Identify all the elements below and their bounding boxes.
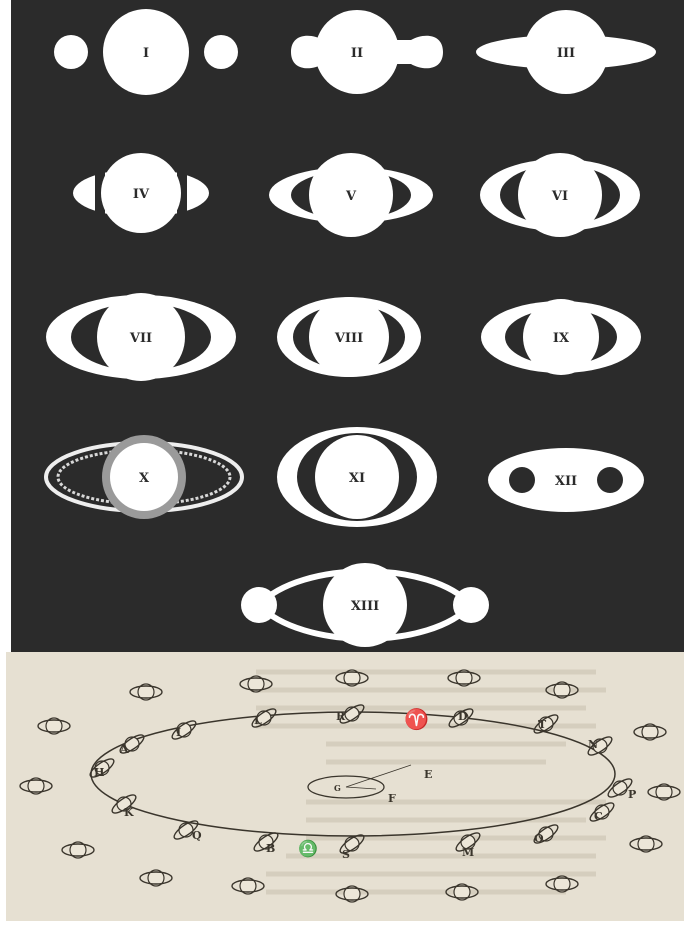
letter-d: D: [458, 710, 468, 723]
letter-o: O: [534, 832, 544, 845]
saturn-orbit-plate: L R D T N P C O M S B Q K H A I E F G ♈ …: [6, 652, 684, 921]
letter-c: C: [594, 810, 603, 823]
saturn-phases-drawing: I II III IV V: [11, 0, 684, 652]
letter-s: S: [342, 848, 350, 861]
letter-e: E: [424, 768, 432, 781]
letter-n: N: [588, 738, 598, 751]
letter-m: M: [462, 846, 474, 859]
letter-g: G: [334, 783, 341, 793]
figure-label: III: [557, 46, 575, 61]
figure-label: XIII: [351, 599, 379, 614]
figure-label: X: [139, 471, 150, 486]
letter-h: H: [94, 766, 104, 779]
letter-t: T: [538, 718, 547, 731]
letter-r: R: [336, 710, 346, 723]
figure-label: VI: [551, 189, 568, 204]
figure-label: XII: [555, 474, 577, 489]
figure-label: IX: [553, 331, 570, 346]
letter-f: F: [388, 792, 396, 805]
figure-label: II: [351, 46, 363, 61]
figure-label: XI: [349, 471, 365, 486]
letter-b: B: [266, 842, 275, 855]
figure-label: VII: [129, 331, 152, 346]
figure-label: V: [345, 189, 357, 204]
letter-k: K: [124, 806, 134, 819]
letter-i: I: [176, 726, 181, 739]
letter-q: Q: [192, 829, 202, 842]
letter-p: P: [628, 788, 636, 801]
letter-a: A: [119, 743, 129, 756]
figure-xii: XII: [488, 448, 644, 512]
libra-symbol: ♎: [298, 839, 318, 858]
saturn-orbit-drawing: L R D T N P C O M S B Q K H A I E F G ♈ …: [6, 652, 684, 921]
letter-l: L: [254, 714, 262, 727]
figure-viii: VIII: [277, 297, 421, 377]
figure-xi: XI: [277, 427, 437, 527]
saturn-phases-plate: I II III IV V: [11, 0, 684, 652]
figure-label: I: [143, 46, 149, 61]
aries-symbol: ♈: [404, 707, 429, 731]
figure-label: VIII: [334, 331, 363, 346]
figure-label: IV: [133, 187, 150, 202]
